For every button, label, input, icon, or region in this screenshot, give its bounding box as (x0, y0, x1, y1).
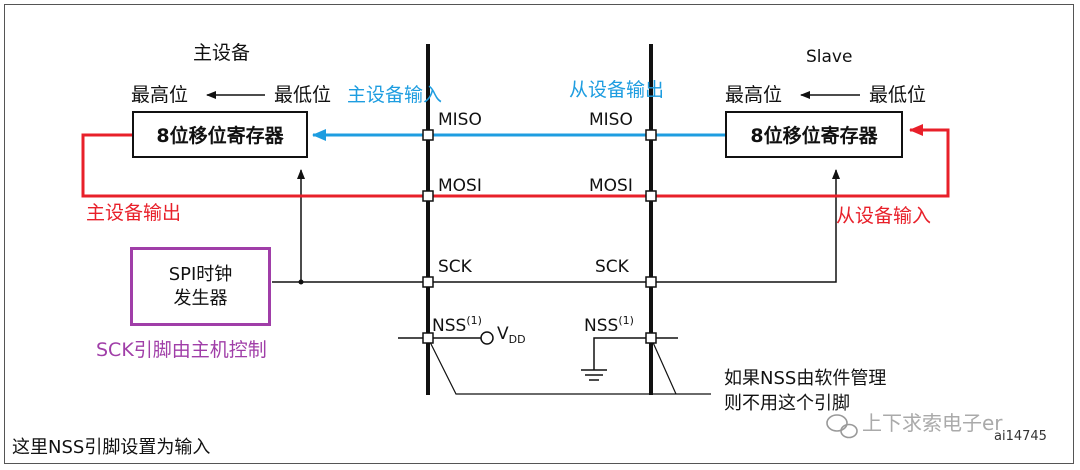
slave-sck-label: SCK (595, 257, 629, 277)
slave-register-label: 8位移位寄存器 (750, 125, 878, 147)
pin-slave-miso (645, 129, 657, 141)
figure-id: ai14745 (994, 429, 1047, 444)
sck-junction-dot (298, 279, 304, 285)
slave-title: Slave (806, 47, 853, 67)
slave-msb-label: 最高位 (725, 84, 783, 106)
clock-gen-line1: SPI时钟 (168, 264, 233, 286)
mosi-line (81, 124, 950, 198)
master-msb-label: 最高位 (131, 84, 189, 106)
master-mosi-label: MOSI (438, 176, 482, 196)
nss-software-note-line2: 则不用这个引脚 (724, 393, 850, 414)
slave-lsb-label: 最低位 (869, 84, 927, 106)
pin-slave-nss (645, 332, 657, 344)
slave-shift-register: 8位移位寄存器 (725, 111, 903, 158)
pin-master-miso (422, 129, 434, 141)
nss-input-note: 这里NSS引脚设置为输入 (12, 437, 211, 458)
sck-control-note: SCK引脚由主机控制 (96, 339, 267, 361)
vdd-subscript: DD (508, 333, 526, 346)
master-sck-label: SCK (438, 257, 472, 277)
pin-master-mosi (422, 190, 434, 202)
slave-nss-label: NSS(1) (584, 315, 634, 335)
slave-input-label: 从设备输入 (836, 205, 932, 227)
slave-nss-text: NSS (584, 316, 619, 336)
clock-gen-line2: 发生器 (173, 287, 228, 309)
master-output-label: 主设备输出 (86, 202, 182, 224)
spi-clock-generator: SPI时钟 发生器 (130, 247, 271, 326)
slave-miso-label: MISO (589, 110, 633, 130)
pin-slave-sck (645, 276, 657, 288)
master-register-label: 8位移位寄存器 (156, 125, 284, 147)
master-shift-register: 8位移位寄存器 (132, 111, 308, 158)
vdd-text: V (497, 324, 509, 344)
master-nss-note: (1) (466, 314, 482, 327)
sck-line (272, 169, 840, 283)
callout-line-slave (650, 337, 677, 395)
nss-software-note-line1: 如果NSS由软件管理 (724, 368, 887, 389)
figure-frame (4, 4, 1074, 464)
slave-nss-note: (1) (618, 314, 634, 327)
master-lsb-label: 最低位 (274, 84, 332, 106)
pin-slave-mosi (645, 190, 657, 202)
pin-master-nss (422, 332, 434, 344)
master-title: 主设备 (193, 42, 251, 64)
slave-nss-ground-line (593, 337, 651, 370)
watermark-text: 上下求索电子er (862, 411, 1003, 435)
master-miso-label: MISO (438, 110, 482, 130)
master-input-label: 主设备输入 (347, 84, 443, 106)
wechat-icon (826, 414, 858, 439)
vdd-label: VDD (497, 324, 526, 346)
master-nss-text: NSS (432, 316, 467, 336)
slave-output-label: 从设备输出 (569, 79, 665, 101)
callout-line-master (427, 337, 711, 395)
pin-master-sck (422, 276, 434, 288)
master-nss-label: NSS(1) (432, 315, 482, 335)
vdd-terminal (480, 331, 494, 345)
slave-mosi-label: MOSI (589, 176, 633, 196)
ground-icon (581, 369, 607, 381)
